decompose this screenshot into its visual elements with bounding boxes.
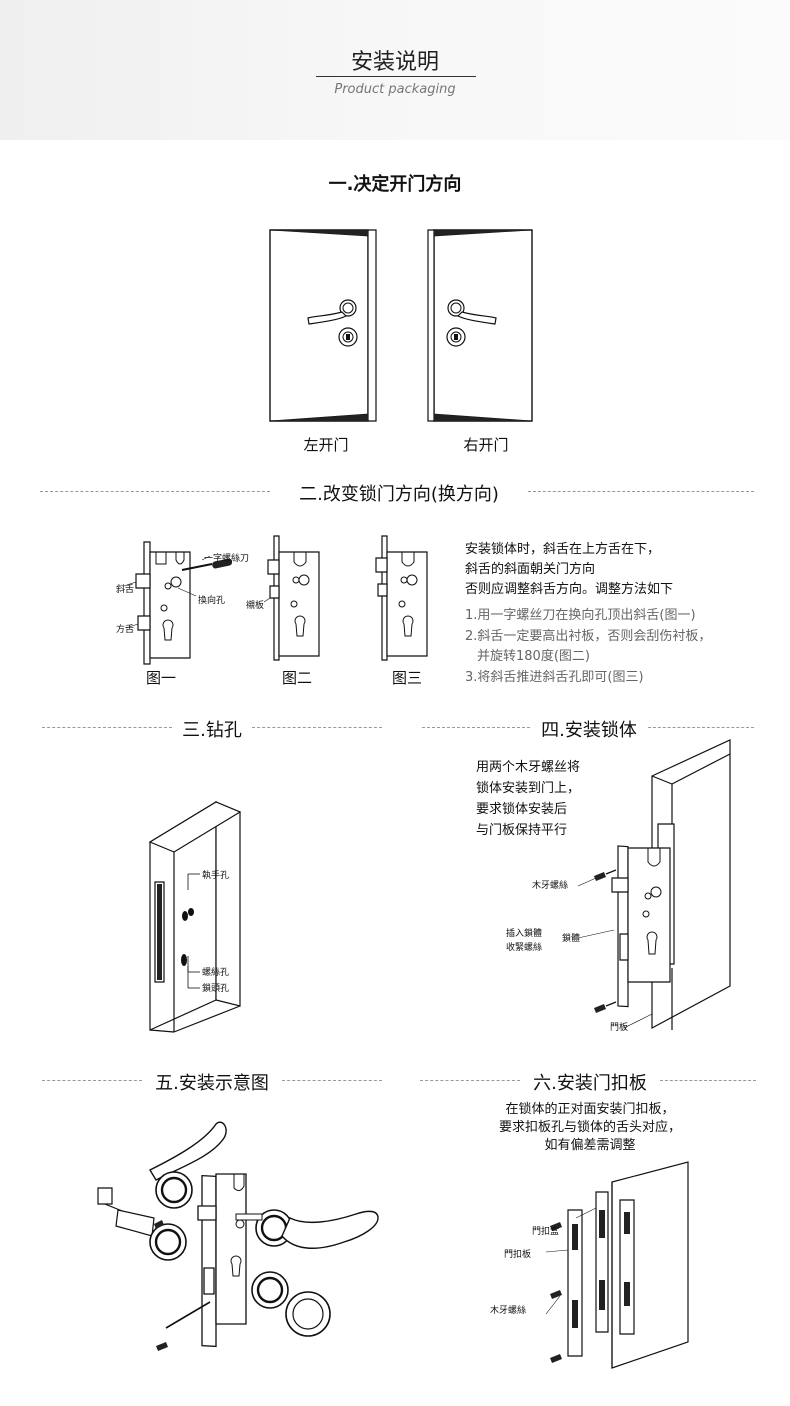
step3-title: 三.钻孔 (172, 716, 252, 742)
step3-divider-right (252, 727, 382, 728)
fig2-label-plate: 襯板 (246, 601, 265, 611)
drill-door-illustration (148, 800, 258, 1032)
step6-label-wood-screw: 木牙螺絲 (490, 1306, 527, 1316)
step3-divider-left (42, 727, 172, 728)
right-door-caption: 右开门 (463, 436, 509, 454)
left-door-illustration (268, 228, 378, 423)
step4-divider-left (422, 727, 530, 728)
step4-text-1: 用两个木牙螺丝将 (476, 760, 581, 775)
step6-text-2: 要求扣板孔与锁体的舌头对应， (498, 1120, 681, 1135)
strike-plate-illustration (540, 1160, 690, 1370)
step2-intro-1: 安装锁体时，斜舌在上方舌在下， (465, 542, 661, 557)
step2-step-3: 3.将斜舌推进斜舌孔即可(图三) (465, 670, 644, 685)
fig3-caption: 图三 (391, 669, 422, 687)
exploded-assembly-illustration (94, 1118, 384, 1351)
fig1-label-deadbolt: 方舌 (116, 625, 135, 635)
step6-text-1: 在锁体的正对面安装门扣板， (505, 1102, 675, 1117)
page-title: 安装说明 (350, 50, 439, 75)
step4-label-lock-body: 鎖體 (562, 934, 581, 944)
step5-divider-right (282, 1080, 382, 1081)
step2-intro-2: 斜舌的斜面朝关门方向 (465, 562, 596, 577)
header-band (0, 0, 790, 140)
title-underline (316, 76, 476, 77)
step4-title: 四.安装锁体 (530, 716, 648, 742)
step2-title: 二.改变锁门方向(换方向) (274, 480, 524, 506)
drill-label-handle-hole: 執手孔 (202, 871, 230, 881)
install-lock-body-illustration (590, 738, 740, 1038)
drill-label-screw-hole: 螺絲孔 (202, 968, 230, 978)
step4-text-3: 要求锁体安装后 (476, 802, 568, 817)
step2-step-2: 2.斜舌一定要高出衬板，否则会刮伤衬板， (465, 629, 712, 644)
step2-intro-3: 否则应调整斜舌方向。调整方法如下 (465, 582, 674, 597)
step6-title: 六.安装门扣板 (520, 1069, 660, 1095)
step5-divider-left (42, 1080, 142, 1081)
step6-label-strike-plate: 門扣板 (504, 1250, 532, 1260)
fig1-label-screwdriver: 一字螺絲刀 (204, 554, 250, 564)
lock-diagram-fig3 (356, 532, 446, 662)
step6-text-3: 如有偏差需调整 (544, 1138, 636, 1153)
step4-text-4: 与门板保持平行 (476, 823, 568, 838)
step2-step-1: 1.用一字螺丝刀在换向孔顶出斜舌(图一) (465, 608, 696, 623)
page-subtitle: Product packaging (334, 82, 456, 97)
step4-divider-right (648, 727, 754, 728)
step4-label-door: 門板 (610, 1023, 629, 1033)
step5-title: 五.安装示意图 (142, 1069, 282, 1095)
step6-divider-right (660, 1080, 756, 1081)
step4-label-wood-screw: 木牙螺絲 (532, 881, 569, 891)
step2-divider-left (40, 491, 270, 492)
fig1-label-hole: 換向孔 (198, 596, 226, 606)
step6-divider-left (420, 1080, 520, 1081)
fig1-label-latch: 斜舌 (116, 585, 135, 595)
step2-step-2b: 并旋转180度(图二) (477, 649, 590, 664)
left-door-caption: 左开门 (303, 436, 349, 454)
drill-label-cylinder-hole: 鎖頭孔 (202, 984, 230, 994)
right-door-illustration (426, 228, 536, 423)
fig1-caption: 图一 (145, 669, 176, 687)
lock-diagram-fig2 (246, 532, 336, 662)
step4-label-insert1: 插入鎖體 (506, 929, 543, 939)
step2-divider-right (528, 491, 754, 492)
lock-diagram-fig1 (116, 538, 233, 666)
step6-label-strike-box: 門扣盒 (532, 1227, 560, 1237)
step4-label-insert2: 收緊螺絲 (506, 943, 543, 953)
fig2-caption: 图二 (281, 669, 312, 687)
step4-text-2: 锁体安装到门上， (476, 781, 581, 796)
step1-title: 一.决定开门方向 (328, 174, 462, 195)
